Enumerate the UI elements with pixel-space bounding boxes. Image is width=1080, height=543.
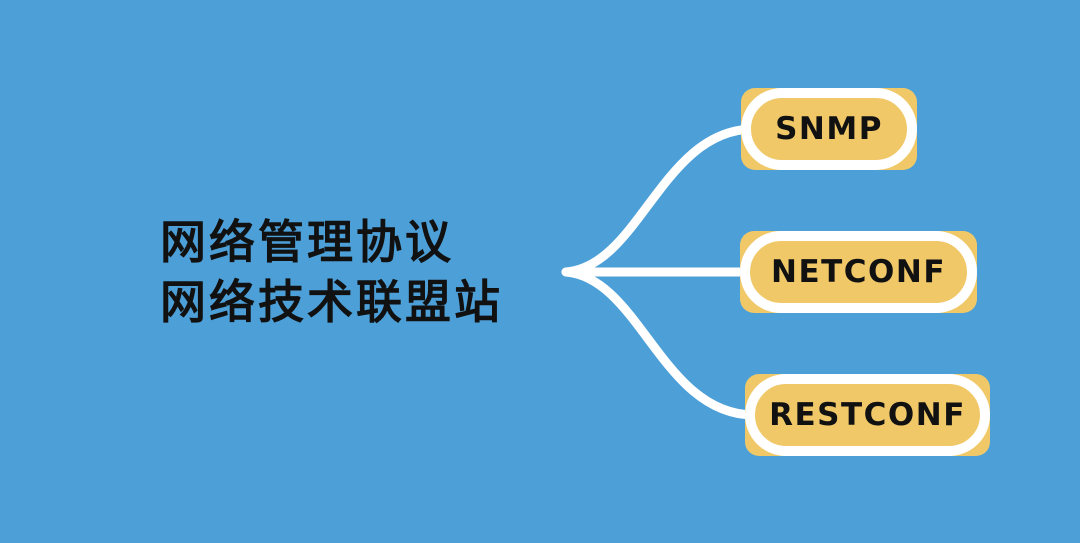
node-netconf[interactable]: NETCONF — [740, 231, 977, 313]
node-restconf-body: RESTCONF — [745, 374, 990, 456]
root-topic-line-2: 网络技术联盟站 — [160, 275, 503, 329]
node-snmp-label: SNMP — [775, 111, 883, 147]
node-snmp-body: SNMP — [741, 88, 917, 170]
node-restconf[interactable]: RESTCONF — [745, 374, 990, 456]
node-netconf-label: NETCONF — [771, 254, 946, 290]
root-topic[interactable]: 网络管理协议 网络技术联盟站 — [160, 212, 503, 332]
connector-snmp — [561, 124, 759, 277]
root-topic-line-1: 网络管理协议 — [160, 215, 454, 269]
node-restconf-label: RESTCONF — [769, 397, 966, 433]
node-netconf-body: NETCONF — [740, 231, 977, 313]
connector-restconf — [561, 267, 759, 420]
node-snmp[interactable]: SNMP — [741, 88, 917, 170]
